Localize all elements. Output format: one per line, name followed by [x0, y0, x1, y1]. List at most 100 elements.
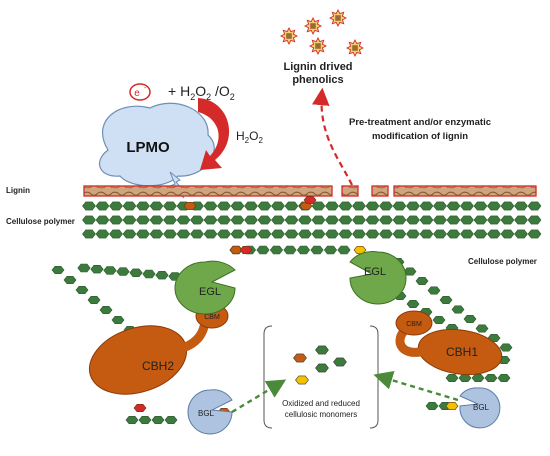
glucose-unit-icon — [269, 245, 284, 255]
lignin-bar-fragment-1 — [341, 185, 359, 197]
glucose-unit-icon — [122, 215, 137, 225]
glucose-unit-icon — [433, 215, 447, 225]
glucose-unit-icon — [136, 215, 150, 225]
glucose-unit-icon — [298, 215, 312, 225]
glucose-unit-icon — [460, 201, 474, 211]
glucose-unit-icon — [271, 215, 285, 225]
glucose-unit-icon — [338, 201, 353, 211]
glucose-unit-icon — [352, 215, 366, 225]
glucose-unit-icon — [149, 229, 164, 239]
glucose-unit-icon — [425, 401, 439, 411]
glucose-unit-icon — [116, 267, 130, 276]
cbh1-label: CBH1 — [446, 345, 478, 359]
glucose-unit-icon — [379, 215, 393, 225]
electron-superscript: - — [144, 85, 147, 92]
glucose-unit-icon — [95, 215, 110, 225]
egl-right-label: EGL — [364, 266, 386, 278]
glucose-unit-icon — [487, 201, 501, 211]
glucose-unit-icon — [514, 229, 528, 239]
glucose-unit-icon — [445, 373, 459, 383]
glucose-unit-icon — [433, 229, 447, 239]
glucose-unit-icon — [352, 229, 366, 239]
glucose-unit-icon — [473, 201, 488, 211]
glucose-unit-icon — [283, 245, 297, 255]
glucose-unit-icon — [406, 229, 420, 239]
glucose-unit-icon — [311, 229, 326, 239]
glucose-unit-icon — [95, 201, 110, 211]
glucose-unit-icon — [451, 305, 465, 314]
glucose-unit-icon — [458, 373, 472, 383]
monomer-icons — [293, 345, 347, 385]
glucose-unit-icon — [271, 201, 285, 211]
glucose-unit-icon — [75, 285, 89, 295]
glucose-unit-icon — [284, 215, 299, 225]
glucose-unit-icon — [103, 266, 117, 275]
bracket-left — [263, 325, 273, 429]
lignin-bar-right — [393, 185, 537, 197]
cbm-right-label: CBM — [406, 321, 422, 328]
glucose-unit-icon — [217, 215, 231, 225]
glucose-unit-icon — [427, 286, 441, 295]
glucose-unit-icon — [500, 201, 515, 211]
glucose-unit-icon — [337, 245, 351, 255]
glucose-unit-icon — [497, 373, 511, 383]
glucose-unit-icon — [163, 229, 177, 239]
egl-right-enzyme — [349, 251, 407, 305]
phenolics-label-line2: phenolics — [292, 74, 343, 86]
bgl-left-enzyme — [187, 389, 233, 435]
phenolics-label-line1: Lignin drived — [283, 61, 352, 73]
glucose-unit-icon — [406, 215, 420, 225]
bgl-right-arrow — [373, 370, 459, 402]
cbh2-label: CBH2 — [142, 359, 174, 373]
glucose-unit-icon — [500, 229, 515, 239]
glucose-unit-icon — [406, 201, 420, 211]
glucose-unit-icon — [77, 263, 91, 273]
phenolic-starburst-icon — [328, 8, 348, 28]
glucose-unit-icon — [109, 215, 123, 225]
glucose-unit-icon — [138, 415, 152, 425]
glucose-unit-icon — [149, 201, 164, 211]
pretreatment-label-line2: modification of lignin — [372, 131, 468, 142]
bracket-right — [369, 325, 379, 429]
glucose-unit-icon — [460, 215, 474, 225]
glucose-unit-icon — [109, 201, 123, 211]
glucose-unit-icon — [164, 415, 178, 425]
glucose-unit-icon — [163, 201, 177, 211]
glucose-unit-icon — [109, 229, 123, 239]
glucose-unit-icon — [365, 229, 380, 239]
oxidation-mark-icon — [229, 246, 243, 254]
glucose-unit-icon — [379, 229, 393, 239]
glucose-unit-icon — [310, 245, 324, 255]
monomers-label-line1: Oxidized and reduced — [282, 399, 360, 408]
glucose-unit-icon — [406, 299, 420, 309]
glucose-unit-icon — [392, 229, 407, 239]
glucose-unit-icon — [63, 275, 77, 285]
glucose-unit-icon — [217, 229, 231, 239]
glucose-unit-icon — [415, 276, 429, 286]
cellulose-polymer-right-label: Cellulose polymer — [468, 257, 537, 266]
phenolic-starburst-icon — [345, 38, 365, 58]
glucose-unit-icon — [82, 229, 96, 239]
glucose-unit-icon — [325, 215, 339, 225]
glucose-unit-icon — [129, 268, 143, 278]
glucose-unit-icon — [298, 229, 312, 239]
glucose-unit-icon — [125, 415, 139, 425]
monomer-icon — [315, 363, 329, 373]
oxidants-label: + H2O2 /O2 — [168, 83, 235, 102]
glucose-unit-icon — [460, 229, 474, 239]
glucose-unit-icon — [244, 201, 258, 211]
glucose-unit-icon — [392, 201, 407, 211]
glucose-unit-icon — [151, 415, 165, 425]
glucose-unit-icon — [433, 201, 447, 211]
glucose-unit-icon — [499, 343, 513, 352]
pretreatment-label-line1: Pre-treatment and/or enzymatic — [349, 117, 491, 128]
oxidation-mark-icon — [445, 401, 459, 411]
glucose-unit-icon — [203, 201, 218, 211]
glucose-unit-icon — [257, 201, 272, 211]
glucose-unit-icon — [484, 373, 498, 383]
oxidation-mark-icon — [133, 403, 147, 413]
glucose-unit-icon — [446, 215, 461, 225]
glucose-unit-icon — [230, 215, 245, 225]
